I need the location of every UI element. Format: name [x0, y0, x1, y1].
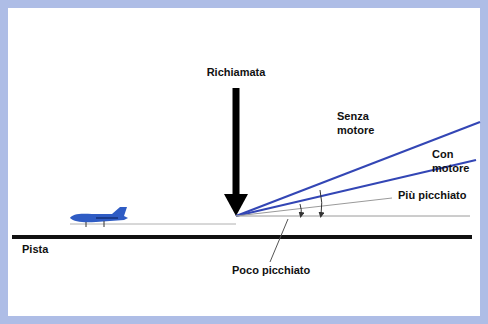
- reference-line: [236, 198, 392, 216]
- shallow-label: Poco picchiato: [232, 264, 332, 278]
- horizontal-line: [236, 216, 470, 217]
- aircraft: [70, 207, 128, 227]
- leader-line: [270, 219, 288, 262]
- power-label: Con motore: [432, 148, 476, 176]
- ground-line: [70, 224, 236, 225]
- runway-label: Pista: [22, 243, 82, 257]
- steeper-label: Più picchiato: [398, 189, 478, 203]
- no-power-label: Senza motore: [337, 110, 387, 138]
- angle-arc: [300, 204, 301, 215]
- angle-arc: [320, 190, 322, 215]
- flare-arrow-shaft: [233, 88, 240, 196]
- glide-path-no-power: [236, 122, 480, 216]
- runway: [12, 235, 472, 239]
- flare-label: Richiamata: [191, 66, 281, 80]
